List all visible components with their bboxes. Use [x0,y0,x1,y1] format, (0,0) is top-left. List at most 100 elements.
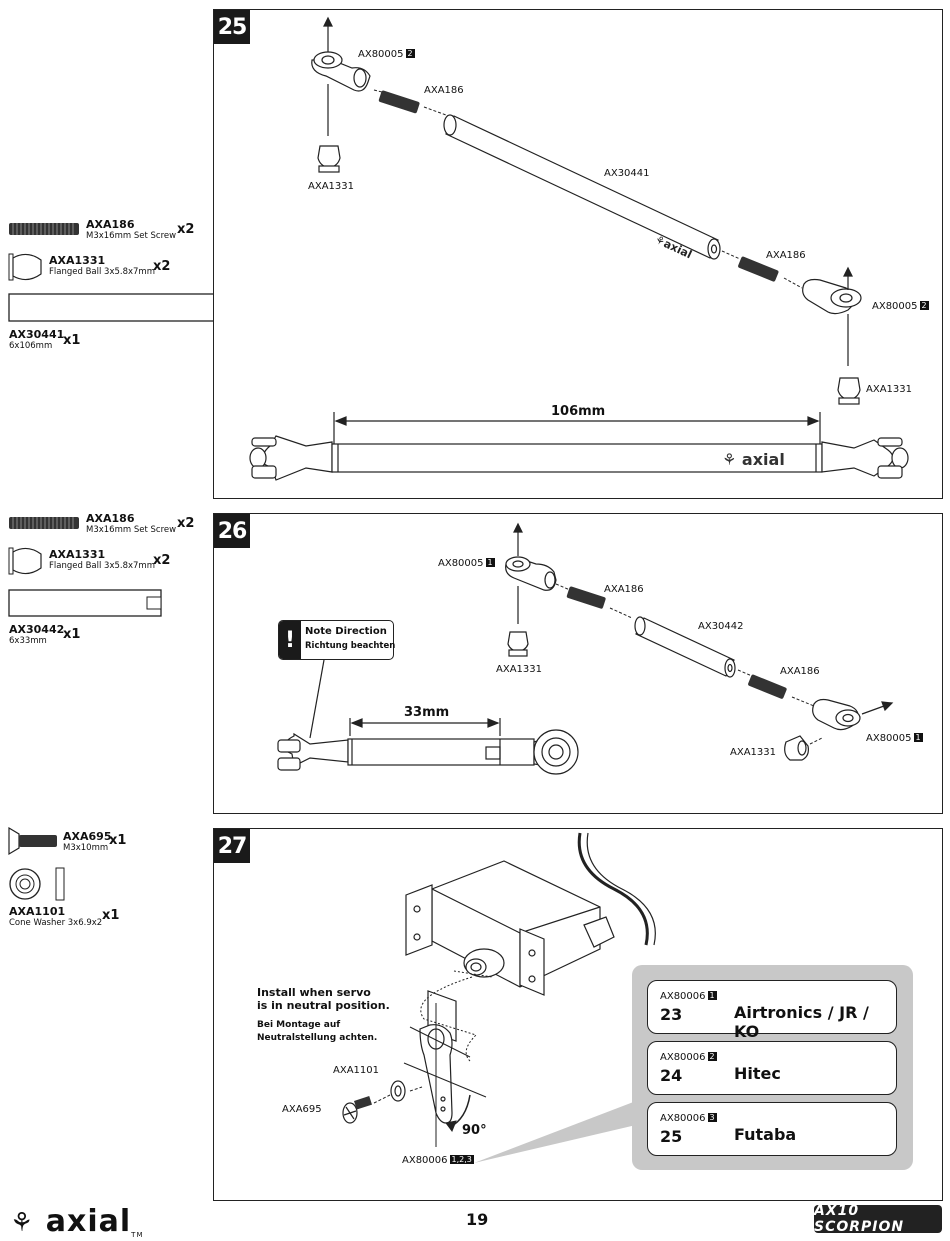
note-text-en: Note Direction [305,626,387,637]
flanged-ball-icon [8,253,42,281]
label-screw: AXA695 [282,1104,322,1115]
install-text-en-1: Install when servo [257,986,371,999]
part-desc: Cone Washer 3x6.9x2 [9,918,103,928]
part-qty: x1 [63,627,81,642]
servo-brand: Airtronics / JR / KO [734,1003,869,1041]
spline-count: 24 [660,1066,683,1085]
step-26-panel: 26 [213,513,943,814]
short-rod-icon [8,589,162,617]
dimension-label: 106mm [551,404,606,419]
part-code: AX80006 [660,991,706,1002]
part-code: AX30441 [9,328,65,341]
part-index: 2 [405,49,415,58]
part-desc: 6x33mm [9,636,47,646]
step-25-panel: 25 ⚘axial [213,9,943,499]
step-number: 25 [214,10,250,44]
part-desc: Flanged Ball 3x5.8x7mm [49,267,155,277]
part-qty: x2 [153,259,171,274]
spline-count: 25 [660,1127,683,1146]
servo-brand: Hitec [734,1064,781,1083]
servo-brand: Futaba [734,1125,797,1144]
part-label: AXA695 M3x10mm [63,830,111,853]
part-desc: 6x106mm [9,341,53,351]
part-label: AX30442 6x33mm [9,623,64,646]
part-label: AXA186 M3x16mm Set Screw [86,218,176,241]
part-code: AX30442 [9,623,65,636]
axial-logo-icon: ⚘ [10,1208,35,1238]
part-label: AX30441 6x106mm [9,328,64,351]
label-screw-bottom: AXA186 [766,250,806,261]
part-qty: x2 [177,516,195,531]
part-index: 3 [707,1113,717,1122]
part-code: AX80005 [866,733,912,744]
install-text-de-1: Bei Montage auf [257,1020,341,1030]
step-26-diagram [277,522,894,775]
part-index: 1 [485,558,495,567]
part-code: AX80005 [872,301,918,312]
flanged-ball-icon [8,547,42,575]
part-code: AXA1331 [49,254,106,267]
part-code: AX80006 [660,1113,706,1124]
svg-text:⚘ axial: ⚘ axial [722,450,785,469]
step-number: 26 [214,514,250,548]
warning-icon: ! [279,621,301,659]
trademark: TM [131,1231,144,1239]
note-text-de: Richtung beachten [305,641,396,651]
part-code: AXA695 [63,830,112,843]
part-label: AXA1101 Cone Washer 3x6.9x2 [9,905,102,928]
step-25-diagram: ⚘axial [249,16,909,481]
part-qty: x1 [102,908,120,923]
part-desc: M3x10mm [63,843,109,853]
step-number: 27 [214,829,250,863]
part-qty: x2 [153,553,171,568]
axial-logo: ⚘ axialTM [10,1204,144,1239]
label-rod: AX30441 [604,168,650,179]
label-ball-right: AXA1331 [730,747,776,758]
part-index: 1 [913,733,923,742]
part-index: 2 [919,301,929,310]
part-index: 2 [707,1052,717,1061]
spline-count: 23 [660,1005,683,1024]
install-text-en-2: is in neutral position. [257,999,390,1012]
scorpion-badge: AX10 SCORPION [814,1203,942,1235]
dimension-label: 33mm [404,705,450,720]
part-desc: Flanged Ball 3x5.8x7mm [49,561,155,571]
page-number: 19 [466,1210,489,1229]
part-code: AX80005 [358,49,404,60]
label-rod: AX30442 [698,621,744,632]
part-desc: M3x16mm Set Screw [86,525,177,535]
part-code: AX80006 [660,1052,706,1063]
label-screw-right: AXA186 [780,666,820,677]
step-27-diagram [342,832,656,1163]
part-code: AX80006 [402,1155,448,1166]
part-qty: x2 [177,222,195,237]
part-desc: M3x16mm Set Screw [86,231,177,241]
part-code: AXA186 [86,512,135,525]
angle-label: 90° [462,1123,487,1138]
part-code: AXA186 [86,218,135,231]
install-text-de-2: Neutralstellung achten. [257,1033,378,1043]
label-screw-top: AXA186 [424,85,464,96]
label-ball-bottom: AXA1331 [866,384,912,395]
part-code: AXA1331 [49,548,106,561]
part-index: 1,2,3 [449,1155,474,1164]
part-index: 1 [707,991,717,1000]
label-ball-left: AXA1331 [496,664,542,675]
logo-text: axial [45,1204,132,1239]
part-qty: x1 [63,333,81,348]
label-ball-top: AXA1331 [308,181,354,192]
set-screw-icon [9,517,79,529]
label-washer: AXA1101 [333,1065,379,1076]
part-label: AXA1331 Flanged Ball 3x5.8x7mm [49,548,155,571]
cone-washer-icon [9,867,65,901]
